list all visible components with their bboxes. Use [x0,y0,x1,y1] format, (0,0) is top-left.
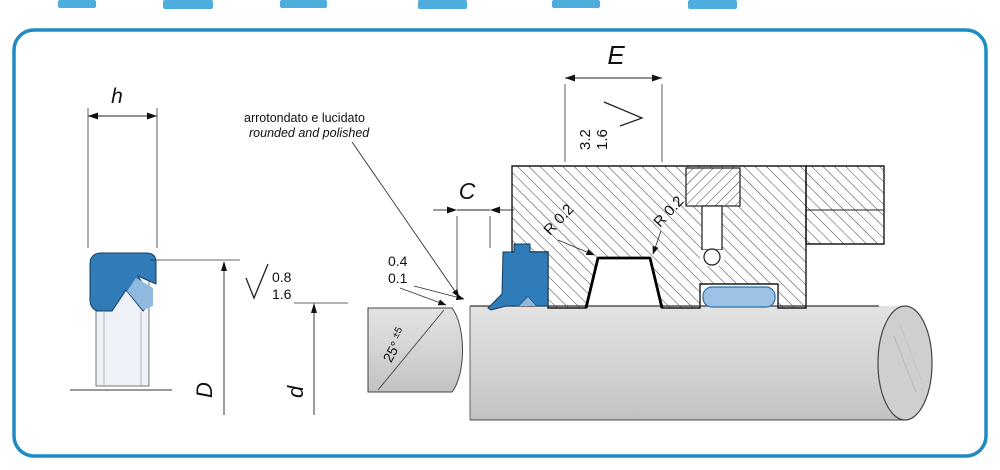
watermark-fragment [552,0,600,8]
watermark-fragment [280,0,327,8]
arrowhead [652,74,662,82]
roughness-value: 0.8 [272,269,292,285]
roughness-callout-edge: 0.4 0.1 [388,253,465,306]
D-dimension: D [150,259,240,415]
roughness-callout-groove: 3.2 1.6 [577,101,644,150]
edge-finish-note: arrotondato e lucidato rounded and polis… [244,111,460,298]
arrowhead [147,112,157,120]
watermark-fragments [58,0,737,9]
d-label: d [283,385,308,398]
note-english: rounded and polished [249,126,370,140]
arrowhead [88,112,98,120]
drawing-frame [12,28,988,458]
arrowhead [221,261,227,271]
roughness-value: 1.6 [594,129,611,150]
rod-body [470,306,905,420]
leader-line [413,285,465,301]
watermark-fragment [688,0,737,9]
wiper-seal-section [487,243,549,311]
seal-profile-figure [70,252,172,391]
d-dimension: d [283,302,348,415]
D-label: D [192,382,217,398]
groove-profile [584,256,664,309]
rod-end-stub [367,307,463,393]
roughness-value: 0.1 [388,270,408,286]
arrowhead [490,206,500,214]
chamfer-tolerance-label: ±5 [390,325,405,340]
secondary-seal-ring [702,286,776,308]
pin-head [685,167,741,207]
rod-face-shading [893,335,917,393]
chamfer-line [377,309,445,391]
rod: 25° ±5 [367,305,933,421]
E-label: E [607,40,625,70]
leader-line [351,141,460,298]
rod-face-shading [899,323,922,381]
h-dimension: h [87,85,158,248]
seal-section-accent [127,278,153,310]
roughness-value: 1.6 [272,286,292,302]
note-italian: arrotondato e lucidato [244,111,365,125]
h-label: h [111,85,123,108]
surface-finish-icon [603,101,644,127]
arrowhead [311,303,317,313]
watermark-fragment [418,0,467,9]
E-dimension: E [564,40,663,162]
arrowhead [447,206,457,214]
detent-ball [703,248,721,266]
housing-right-step [805,165,885,245]
retaining-pin-detail [685,167,741,266]
C-dimension: C [433,178,514,300]
roughness-callout-seal: 0.8 1.6 [245,263,292,302]
roughness-value: 3.2 [577,129,594,150]
arrowhead [565,74,575,82]
C-label: C [459,178,476,204]
wiper-seal-accent [519,297,536,306]
pin-stem [701,205,723,251]
leader-line [652,230,662,255]
surface-finish-icon [245,263,269,300]
wiper-seal-installed [487,243,549,311]
leader-line [399,287,447,306]
leader-line [557,239,595,256]
roughness-value: 0.4 [388,253,408,269]
watermark-fragment [163,0,213,9]
watermark-fragment [58,0,96,8]
